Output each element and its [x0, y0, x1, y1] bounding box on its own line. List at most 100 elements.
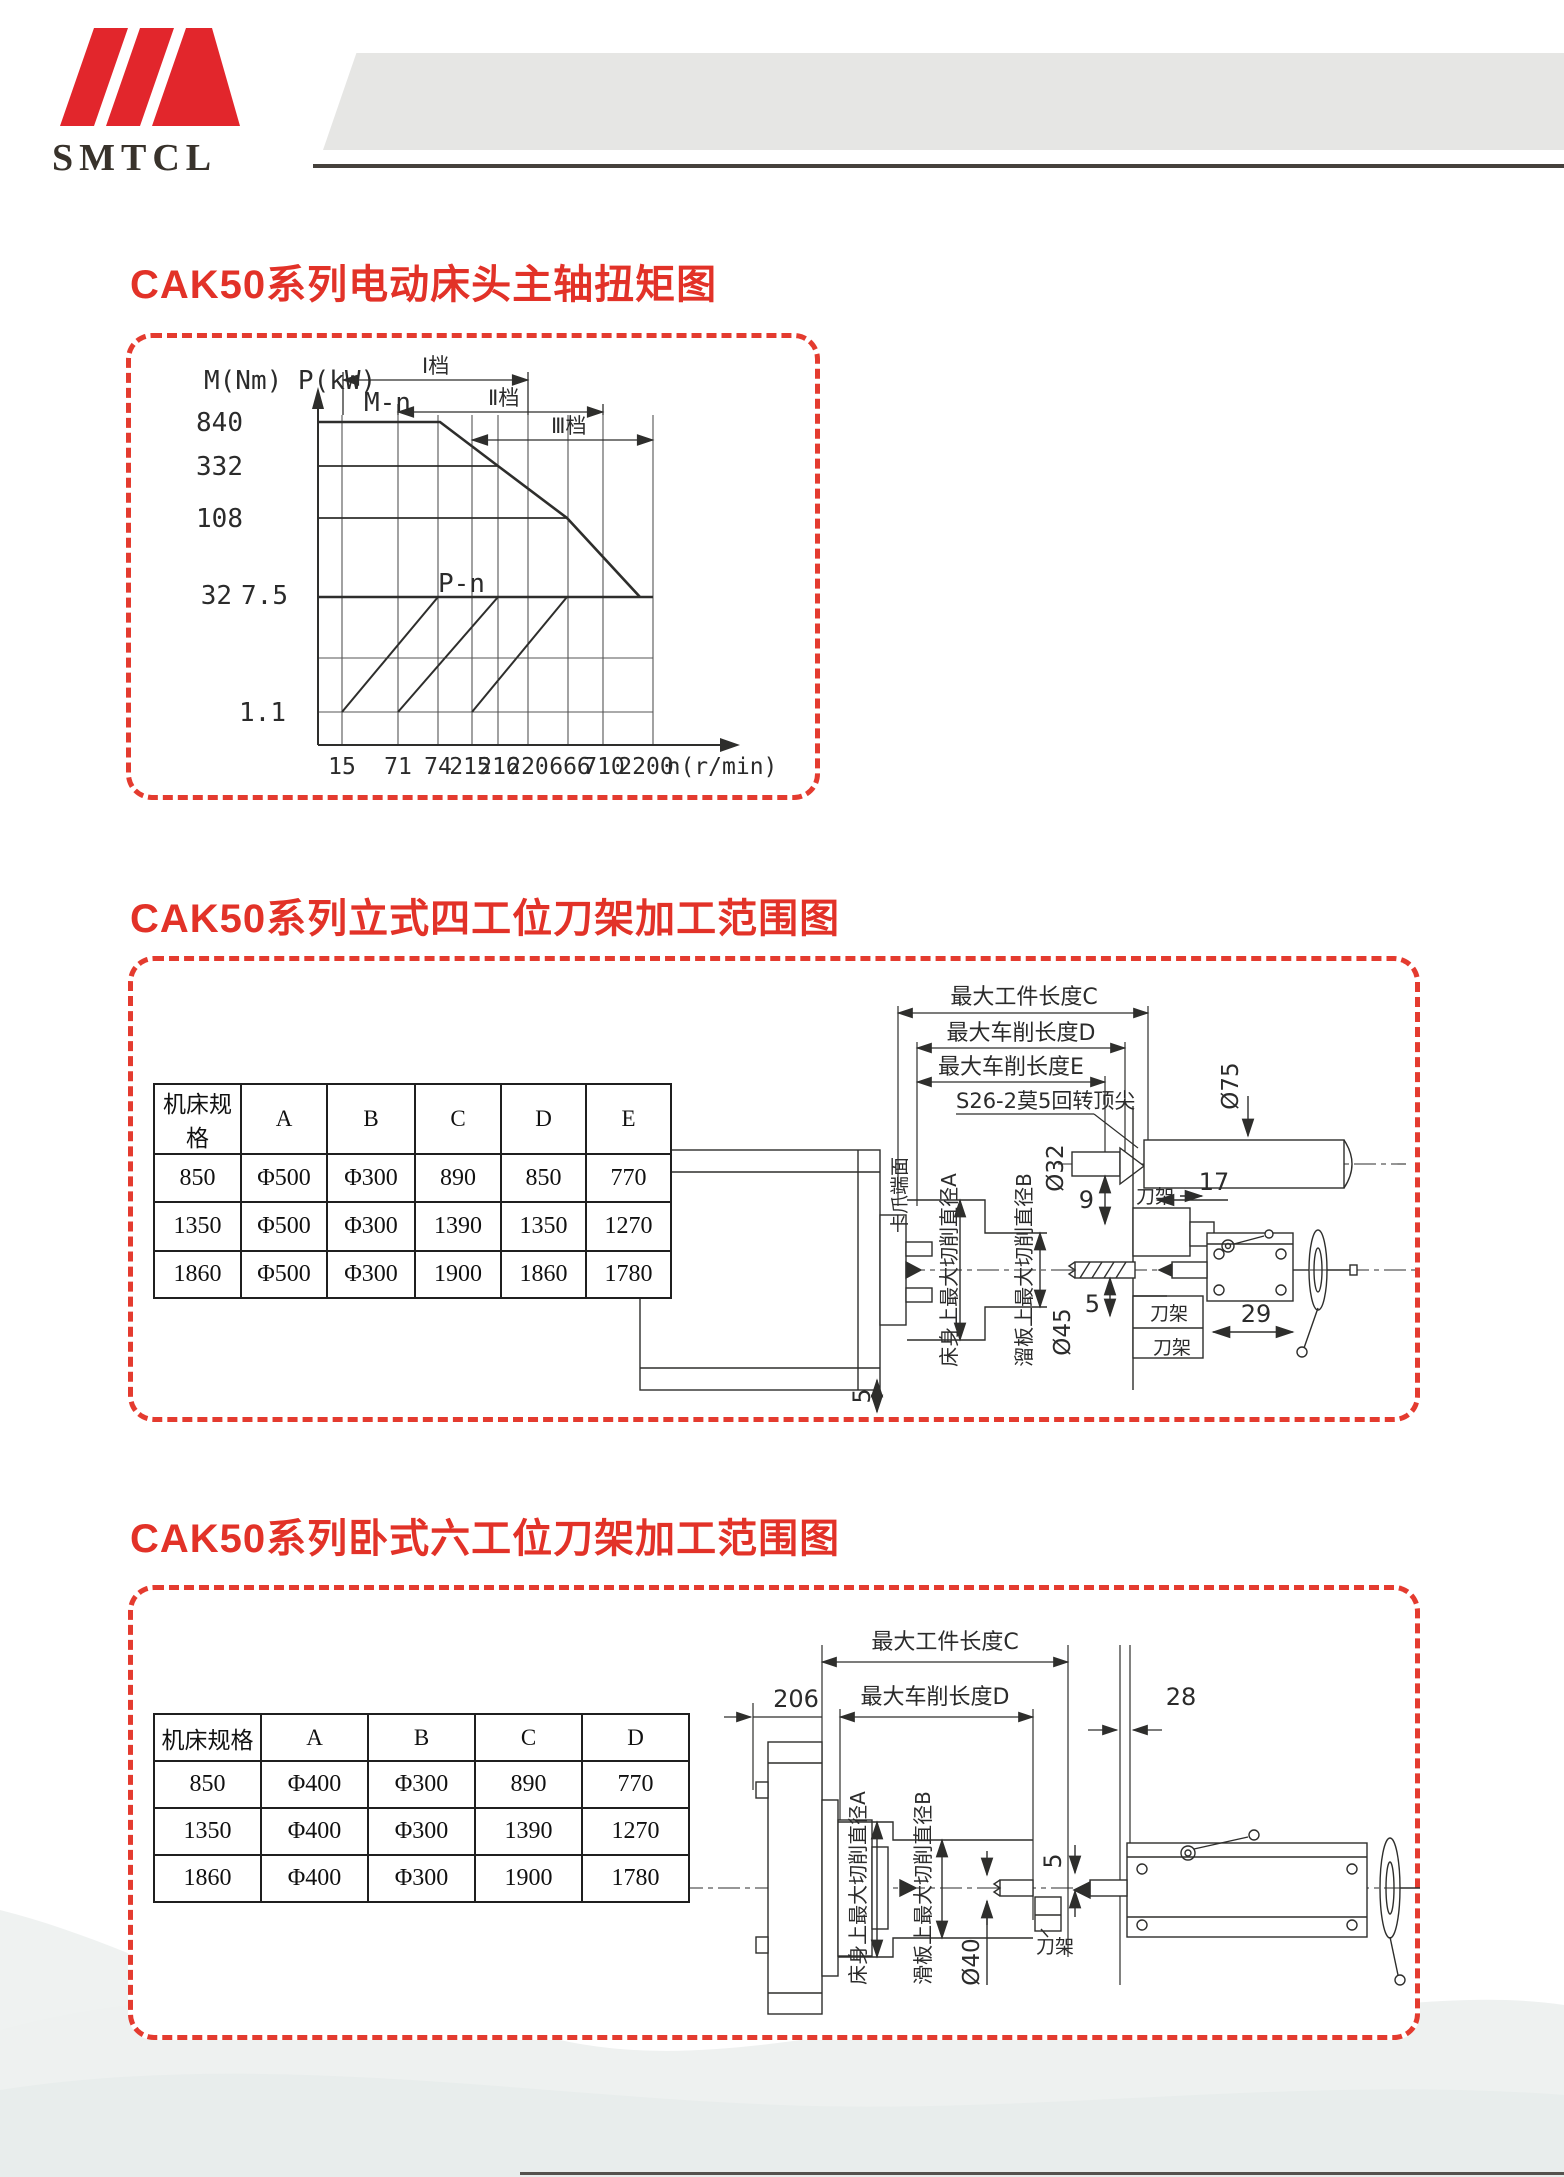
watermark-mountains	[0, 1910, 1564, 2177]
dim-5b-label: 5	[848, 1388, 876, 1403]
dim-28-label: 28	[1166, 1683, 1197, 1711]
gear-label-1: Ⅰ档	[422, 354, 449, 378]
chart-grid	[318, 415, 654, 745]
toolpost-label-2: 刀架	[1150, 1303, 1188, 1325]
spec-cell: Φ300	[326, 1153, 416, 1203]
header-rule	[313, 164, 1564, 168]
spec-cell: Φ300	[326, 1201, 416, 1252]
x-tick-label: 216	[478, 754, 520, 780]
table-row: 1860 Φ500 Φ300 1900 1860 1780	[153, 1250, 672, 1299]
dim-5-label: 5	[1039, 1853, 1067, 1868]
dia45-label: Ø45	[1050, 1308, 1076, 1355]
x-tick-label: 215	[449, 754, 491, 780]
spec-table-vertical4: 机床规格 A B C D E 850 Φ500 Φ300 890 850 770…	[153, 1083, 672, 1299]
toolpost-label-1: 刀架	[1136, 1186, 1174, 1208]
logo-mark-icon	[60, 28, 240, 126]
table-header-row: 机床规格 A B C D	[153, 1713, 690, 1762]
spec-cell: Φ500	[240, 1250, 328, 1299]
headstock	[639, 1149, 933, 1391]
table-row: 850 Φ500 Φ300 890 850 770	[153, 1153, 672, 1203]
chart-axes	[317, 405, 724, 746]
spec-cell: 1780	[581, 1854, 690, 1903]
spec-header-cell: A	[240, 1083, 328, 1155]
x-tick-label: 2200	[618, 754, 673, 780]
spec-header-cell: B	[367, 1713, 476, 1762]
spec-cell: 1350	[500, 1201, 587, 1252]
spec-cell: Φ400	[260, 1760, 369, 1809]
header-banner	[323, 53, 1564, 150]
spec-cell: 1270	[585, 1201, 672, 1252]
toolpost-label: 刀架	[1036, 1936, 1074, 1958]
toolpost-label-3: 刀架	[1153, 1337, 1191, 1359]
spec-header-cell: B	[326, 1083, 416, 1155]
y-tick-label: 7.5	[241, 581, 288, 611]
dim-label-c: 最大工件长度C	[871, 1630, 1018, 1655]
spec-header-cell: 机床规格	[153, 1713, 262, 1762]
tailstock-lower	[1157, 1229, 1358, 1358]
dim-5-label: 5	[1085, 1290, 1100, 1318]
drawing-vertical4: 最大工件长度C 最大车削长度D 最大车削长度E S26-2莫5回转顶尖 Ø75 …	[639, 985, 1415, 1414]
stub-workpiece	[980, 1851, 1034, 1985]
dia75-label: Ø75	[1218, 1062, 1244, 1109]
spec-cell: 1780	[585, 1250, 672, 1299]
logo-wordmark: SMTCL	[52, 137, 218, 179]
curve-P-n	[341, 596, 568, 713]
spec-header-cell: C	[414, 1083, 502, 1155]
dia-b-label: 溜板上最大切削直径B	[1012, 1173, 1036, 1367]
dim-label-c: 最大工件长度C	[950, 985, 1097, 1010]
x-tick-label: 666	[549, 754, 591, 780]
spec-cell: Φ300	[367, 1854, 476, 1903]
spec-cell: 890	[414, 1153, 502, 1203]
spec-cell: 1350	[153, 1807, 262, 1856]
headstock	[755, 1741, 918, 2015]
dim-label-e: 最大车削长度E	[938, 1055, 1084, 1080]
table-row: 1860 Φ400 Φ300 1900 1780	[153, 1854, 690, 1903]
x-tick-label: 220	[507, 754, 549, 780]
spec-cell: 770	[585, 1153, 672, 1203]
spec-header-cell: C	[474, 1713, 583, 1762]
table-row: 1350 Φ500 Φ300 1390 1350 1270	[153, 1201, 672, 1252]
gear-range-dims	[341, 372, 655, 446]
dia32-label: Ø32	[1043, 1144, 1069, 1191]
spec-cell: Φ500	[240, 1153, 328, 1203]
spec-cell: Φ400	[260, 1807, 369, 1856]
spec-header-cell: 机床规格	[153, 1083, 242, 1155]
curve-label-mn: M-n	[364, 388, 411, 418]
dim-29-label: 29	[1241, 1300, 1272, 1328]
spec-header-cell: A	[260, 1713, 369, 1762]
spec-cell: 1860	[500, 1250, 587, 1299]
dia40-label: Ø40	[959, 1938, 985, 1985]
spec-header-cell: D	[500, 1083, 587, 1155]
dia-a-label: 床身上最大切削直径A	[846, 1791, 870, 1985]
spec-cell: 1860	[153, 1250, 242, 1299]
x-tick-label: 74	[424, 754, 452, 780]
spec-cell: 850	[153, 1153, 242, 1203]
dim-206-label: 206	[773, 1685, 819, 1713]
x-axis-unit-label: n(r/min)	[667, 754, 778, 780]
spec-cell: Φ300	[367, 1760, 476, 1809]
y-tick-label: 1.1	[239, 698, 286, 728]
dim-9-label: 9	[1079, 1186, 1094, 1214]
tailstock	[1072, 1829, 1420, 1986]
spec-cell: 1350	[153, 1201, 242, 1252]
dia-a-label: 床身上最大切削直径A	[937, 1173, 961, 1367]
table-row: 1350 Φ400 Φ300 1390 1270	[153, 1807, 690, 1856]
table-header-row: 机床规格 A B C D E	[153, 1083, 672, 1155]
spec-cell: 1390	[474, 1807, 583, 1856]
envelope-outline	[838, 1820, 1033, 1959]
toolpost-upper	[1132, 1106, 1228, 1390]
gear-label-2: Ⅱ档	[488, 386, 519, 410]
gear-label-3: Ⅲ档	[551, 414, 586, 438]
x-tick-label: 71	[384, 754, 412, 780]
centre-leader	[956, 1113, 1139, 1149]
y-axis-arrow-icon	[312, 387, 324, 409]
spec-cell: 1900	[474, 1854, 583, 1903]
section-title-horizontal6: CAK50系列卧式六工位刀架加工范围图	[130, 1517, 841, 1561]
x-axis-arrow-icon	[720, 738, 740, 752]
y-tick-label: 332	[196, 452, 243, 482]
spec-cell: Φ300	[326, 1250, 416, 1299]
envelope-outline	[907, 1198, 1047, 1342]
curve-M-n	[318, 420, 653, 599]
x-tick-label: 15	[328, 754, 356, 780]
spec-cell: 850	[500, 1153, 587, 1203]
